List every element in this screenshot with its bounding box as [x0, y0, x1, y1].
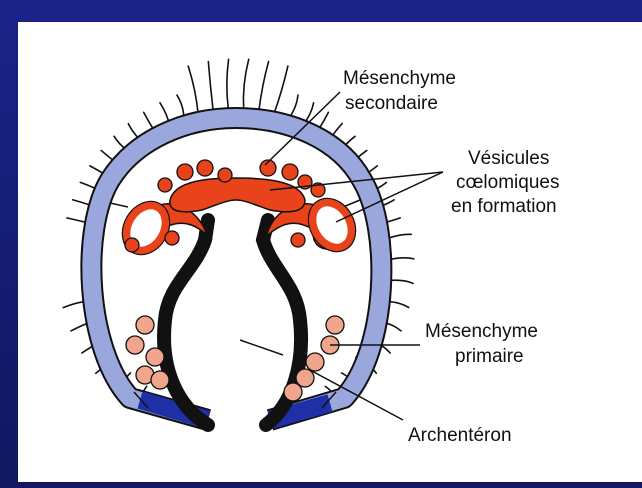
label-mesenchyme-primary-line1: Mésenchyme — [425, 321, 538, 342]
cilium — [274, 66, 288, 114]
label-coelomic-vesicles-line3: en formation — [451, 196, 557, 217]
cilium — [208, 62, 213, 111]
label-archenteron: Archentéron — [408, 425, 512, 446]
archenteron-left-wall — [164, 220, 208, 425]
label-mesenchyme-secondary-line1: Mésenchyme — [343, 68, 456, 89]
label-coelomic-vesicles-line1: Vésicules — [468, 148, 549, 169]
label-mesenchyme-primary-line2: primaire — [455, 346, 524, 367]
label-mesenchyme-secondary-line2: secondaire — [345, 93, 438, 114]
archenteron-tip — [170, 178, 305, 212]
cilium — [259, 62, 269, 111]
cilium — [188, 66, 198, 114]
label-coelomic-vesicles-line2: cœlomiques — [456, 172, 559, 193]
cilium — [227, 59, 229, 109]
cilium — [243, 59, 248, 109]
